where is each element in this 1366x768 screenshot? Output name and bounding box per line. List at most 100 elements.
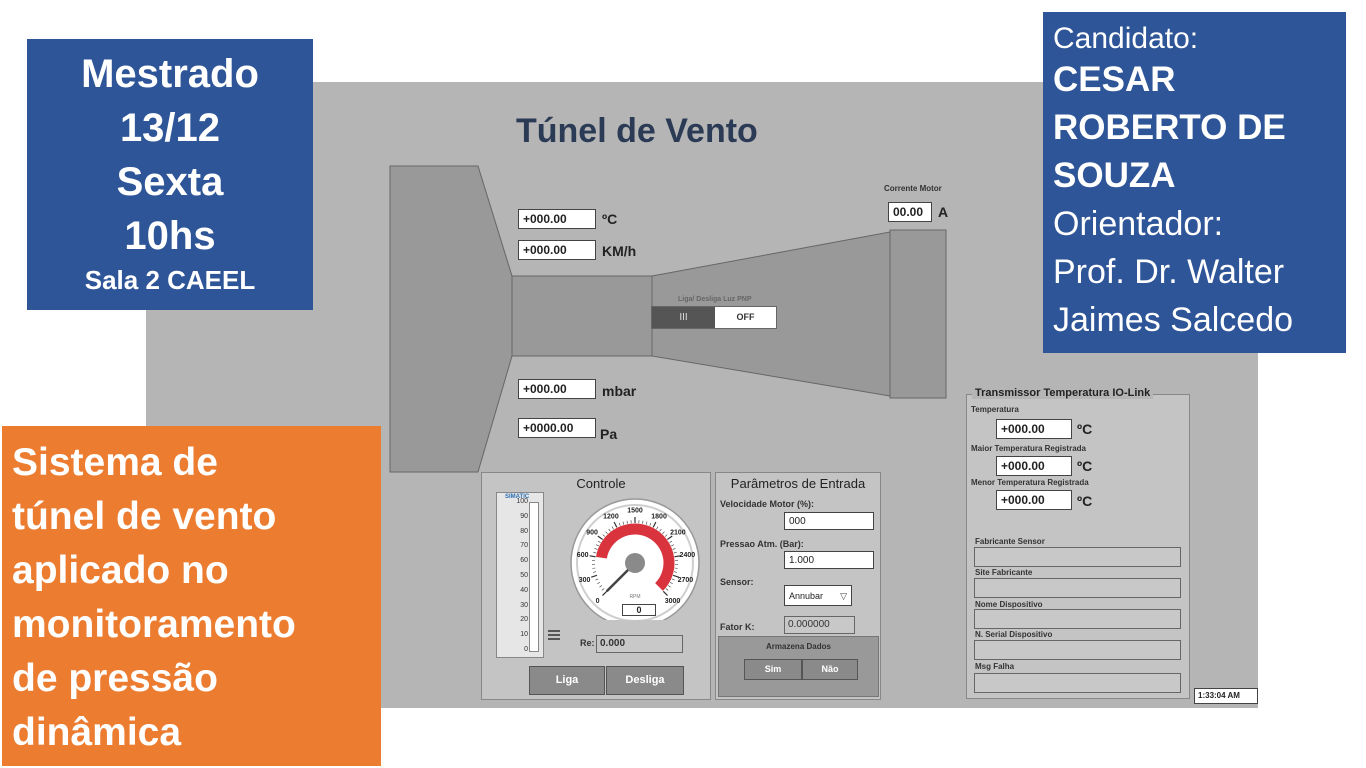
gauge-tick xyxy=(602,534,606,537)
gauge-tick xyxy=(673,571,678,573)
light-toggle[interactable]: III OFF xyxy=(651,306,777,329)
bar-track xyxy=(529,502,539,652)
gauge-tick xyxy=(601,588,605,591)
gauge-tick xyxy=(669,582,673,584)
factor-k-field: 0.000000 xyxy=(784,616,855,634)
gauge-tick xyxy=(602,590,608,596)
bar-chart-icon xyxy=(547,628,561,642)
gauge-tick xyxy=(669,540,673,543)
advisor-name-1: Prof. Dr. Walter xyxy=(1053,253,1285,291)
atm-pressure-label: Pressao Atm. (Bar): xyxy=(720,539,804,549)
gauge-tick xyxy=(591,574,598,578)
candidate-name-1: CESAR xyxy=(1053,60,1176,99)
advisor-name-2: Jaimes Salcedo xyxy=(1053,301,1294,339)
reynolds-label: Re: xyxy=(580,638,595,648)
gauge-tick xyxy=(672,574,679,578)
event-time: 10hs xyxy=(124,214,216,258)
store-data-title: Armazena Dados xyxy=(766,642,831,651)
store-yes-button[interactable]: Sim xyxy=(744,659,802,680)
hmi-title: Túnel de Vento xyxy=(516,112,758,150)
max-temp-unit: ºC xyxy=(1077,458,1093,474)
gauge-tick xyxy=(645,521,648,525)
gauge-tick xyxy=(589,555,596,558)
motor-current-field: 00.00 xyxy=(888,202,932,222)
thesis-line-4: monitoramento xyxy=(12,603,296,646)
event-date: 13/12 xyxy=(119,106,221,150)
gauge-tick xyxy=(595,544,599,547)
device-name-label: Nome Dispositivo xyxy=(975,600,1043,609)
stop-button[interactable]: Desliga xyxy=(606,666,684,695)
gauge-tick xyxy=(599,585,603,588)
bar-scale-label: 20 xyxy=(520,616,528,624)
min-temp-label: Menor Temperatura Registrada xyxy=(971,478,1089,487)
control-panel-title: Controle xyxy=(576,476,626,491)
start-button[interactable]: Liga xyxy=(529,666,605,695)
serial-label: N. Serial Dispositivo xyxy=(975,630,1053,639)
thesis-line-5: de pressão xyxy=(12,657,218,700)
transmitter-temp-unit: ºC xyxy=(1077,421,1093,437)
max-temp-label: Maior Temperatura Registrada xyxy=(971,444,1086,453)
advisor-label: Orientador: xyxy=(1053,205,1224,243)
bar-scale-label: 80 xyxy=(520,527,528,535)
speed-unit: KM/h xyxy=(602,243,637,259)
gauge-tick xyxy=(611,526,614,530)
motor-speed-input[interactable]: 000 xyxy=(784,512,874,530)
bar-scale-label: 40 xyxy=(520,586,528,594)
toggle-off-side: OFF xyxy=(736,312,755,322)
gauge-tick xyxy=(659,528,662,532)
gauge-tick-label: 300 xyxy=(579,577,591,584)
store-no-button[interactable]: Não xyxy=(802,659,858,680)
thesis-line-3: aplicado no xyxy=(12,549,229,592)
sensor-select[interactable]: Annubar ▽ xyxy=(784,585,852,606)
pressure-mbar-unit: mbar xyxy=(602,383,637,399)
temperature-unit: ºC xyxy=(602,211,618,227)
motor-speed-label: Velocidade Motor (%): xyxy=(720,499,815,509)
bar-scale-label: 100 xyxy=(516,498,528,505)
fault-field xyxy=(974,673,1181,693)
gauge-tick-label: 1200 xyxy=(603,513,619,520)
atm-pressure-input[interactable]: 1.000 xyxy=(784,551,874,569)
serial-field xyxy=(974,640,1181,660)
gauge-tick xyxy=(649,522,652,526)
gauge-tick-label: 900 xyxy=(586,529,598,536)
toggle-label: Liga/ Desliga Luz PNP xyxy=(678,296,752,303)
parameters-title: Parâmetros de Entrada xyxy=(730,476,866,491)
event-room: Sala 2 CAEEL xyxy=(84,265,256,295)
gauge-tick xyxy=(622,521,625,525)
gauge-tick xyxy=(597,540,601,543)
thesis-line-1: Sistema de xyxy=(12,441,218,484)
sensor-label: Sensor: xyxy=(720,577,754,587)
gauge-tick xyxy=(613,521,618,528)
min-temp-unit: ºC xyxy=(1077,493,1093,509)
bar-scale-label: 0 xyxy=(524,646,528,653)
max-temp-field: +000.00 xyxy=(996,456,1072,476)
gauge-tick xyxy=(673,552,677,554)
event-weekday: Sexta xyxy=(116,160,224,204)
gauge-tick xyxy=(652,521,657,528)
motor-current-unit: A xyxy=(938,204,949,220)
gauge-tick xyxy=(592,571,597,573)
gauge-tick xyxy=(662,590,668,596)
gauge-tick xyxy=(605,531,608,535)
factor-k-label: Fator K: xyxy=(720,622,755,632)
pressure-pa-field: +0000.00 xyxy=(518,418,596,438)
gauge-tick xyxy=(595,578,599,581)
gauge-tick-label: 1800 xyxy=(651,513,667,520)
thesis-title-box: Sistema de túnel de vento aplicado no mo… xyxy=(2,426,381,766)
sensor-select-value: Annubar xyxy=(789,591,824,601)
candidate-name-3: SOUZA xyxy=(1053,156,1176,195)
toggle-on-side: III xyxy=(652,307,715,328)
gauge-tick xyxy=(664,534,668,537)
gauge-tick xyxy=(667,585,671,588)
transmitter-temp-label: Temperatura xyxy=(971,405,1019,414)
gauge-tick xyxy=(671,578,675,581)
device-name-field xyxy=(974,609,1181,629)
gauge-unit: RPM xyxy=(629,594,640,600)
gauge-tick xyxy=(656,526,659,530)
bar-scale-label: 30 xyxy=(520,601,528,609)
gauge-tick xyxy=(597,535,603,540)
temperature-field: +000.00 xyxy=(518,209,596,229)
reynolds-field: 0.000 xyxy=(596,635,683,653)
